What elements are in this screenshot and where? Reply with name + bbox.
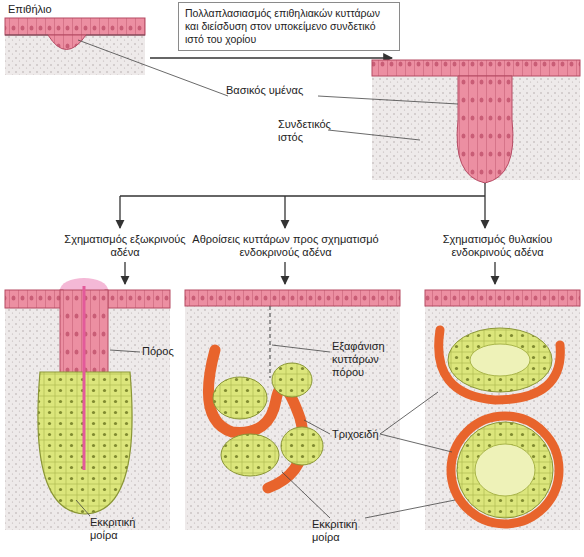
tissue-label: Επιθήλιο (8, 3, 88, 16)
branch-lines-part (284, 262, 285, 284)
endocrine-clusters-part (272, 363, 312, 397)
exocrine-gland (5, 278, 170, 530)
endocrine-clusters-part (221, 434, 279, 476)
process-arrow (150, 58, 392, 59)
endocrine-clusters-part (213, 377, 267, 419)
box-text: Πολλαπλασιασμός επιθηλιακών κυττάρων και… (185, 7, 393, 46)
membrane-label: Βασικός υμένας (226, 84, 336, 97)
early-bud-part (48, 35, 86, 50)
leader-lines-part (318, 96, 458, 104)
endocrine-clusters-part (185, 300, 400, 530)
leader-lines-part (380, 392, 438, 434)
step-heading: Αθροίσεις κυττάρων προς σχηματισμό ενδοκ… (188, 233, 383, 259)
endocrine-follicles-part (457, 422, 553, 518)
part-label: Τριχοειδή (332, 428, 404, 441)
leader-lines-part (328, 130, 420, 140)
early-bud-part (5, 35, 145, 75)
endocrine-follicles-part (425, 290, 580, 306)
exocrine-gland-part (105, 290, 170, 308)
early-bud (5, 18, 145, 75)
branch-lines-part (124, 262, 125, 284)
step-heading: Σχηματισμός θυλακίου ενδοκρινούς αδένα (425, 233, 570, 259)
part-label: Εκκριτική μοίρα (90, 516, 152, 542)
epithelial-cord (372, 60, 580, 183)
epithelial-cord-part (457, 76, 513, 183)
early-bud-part (5, 18, 145, 35)
endocrine-follicles-part (425, 300, 580, 530)
branch-lines-part (484, 196, 485, 228)
endocrine-follicles-part (475, 444, 535, 496)
branch-lines-part (284, 196, 285, 228)
leader-lines (76, 40, 458, 518)
part-label: Εκκριτική μοίρα (312, 518, 374, 544)
branch-lines-part (494, 262, 495, 284)
process-arrow-part (150, 57, 392, 58)
branch-lines-part (120, 195, 485, 196)
branch-lines-part (484, 183, 485, 196)
step-heading: Σχηματισμός εξωκρινούς αδένα (60, 233, 190, 259)
part-label: Πόρος (142, 345, 202, 358)
process-box: Πολλαπλασιασμός επιθηλιακών κυττάρων και… (178, 2, 400, 51)
endocrine-clusters-part (281, 427, 323, 465)
early-bud-part (86, 35, 145, 36)
leader-lines-part (272, 345, 330, 352)
early-bud-part (5, 35, 48, 36)
leader-lines-part (110, 350, 140, 352)
leader-lines-part (365, 500, 455, 518)
endocrine-follicles (425, 290, 580, 530)
exocrine-gland-part (83, 286, 86, 470)
leader-lines-part (380, 434, 452, 452)
endocrine-clusters-part (185, 290, 400, 306)
endocrine-follicles-part (451, 416, 559, 524)
leader-lines-part (282, 472, 330, 518)
leader-lines-part (304, 420, 330, 434)
epithelial-cord-part (372, 60, 580, 76)
endocrine-follicles-part (470, 344, 530, 376)
endocrine-follicles-part (448, 328, 552, 392)
part-label: Εξαφάνιση κυττάρων πόρου (332, 340, 404, 379)
endocrine-clusters-part (269, 306, 270, 378)
exocrine-gland-part (5, 290, 63, 308)
branch-lines-part (119, 196, 120, 228)
tissue-label: Συνδετικός ιστός (278, 118, 348, 144)
endocrine-clusters (185, 290, 400, 530)
leader-lines-part (76, 500, 90, 516)
